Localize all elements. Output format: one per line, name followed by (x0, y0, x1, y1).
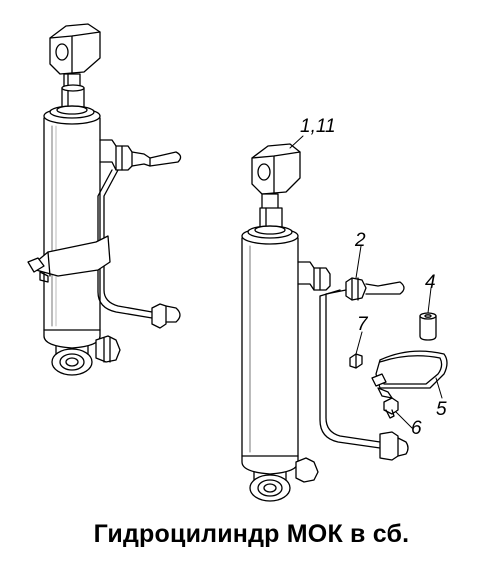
left-upper-fitting (99, 139, 182, 171)
callout-labels: 1,11 2 4 5 6 7 (300, 116, 447, 439)
part-2-tube (319, 277, 409, 461)
assembled-cylinder (27, 23, 182, 376)
callout-7: 7 (357, 314, 369, 335)
leader-5 (435, 377, 443, 399)
leader-6 (395, 411, 413, 429)
left-connecting-tube (97, 169, 153, 319)
part-4-bushing (419, 312, 437, 341)
leader-7 (355, 331, 363, 355)
right-cylinder-body (241, 225, 299, 475)
right-side-fitting-lower (295, 457, 319, 483)
left-top-eye (49, 23, 101, 91)
hydraulic-cylinder-drawing: 1,11 2 4 5 6 7 (27, 23, 448, 502)
left-piston-rod (61, 84, 85, 111)
leader-2 (355, 245, 362, 279)
callout-5: 5 (436, 399, 447, 420)
callout-2: 2 (354, 230, 366, 251)
part-7-nut (349, 353, 363, 369)
exploded-cylinder (241, 143, 448, 502)
callout-1-11: 1,11 (300, 116, 336, 137)
drawing-caption: Гидроцилиндр МОК в сб. (93, 520, 410, 548)
left-lower-fitting (151, 303, 181, 329)
callout-6: 6 (411, 418, 422, 439)
right-top-eye (251, 143, 301, 211)
left-bottom-eye (51, 345, 93, 376)
left-side-fitting (95, 335, 121, 363)
right-bottom-eye (249, 471, 291, 502)
callout-4: 4 (425, 272, 436, 293)
part-5-clamp (371, 350, 448, 399)
leader-1-11 (289, 135, 304, 149)
leader-lines (289, 135, 443, 429)
left-clamp (27, 235, 111, 283)
right-side-fitting-upper (297, 261, 331, 291)
left-cylinder-body (43, 105, 101, 349)
leader-4 (427, 287, 432, 314)
part-6-bolt (383, 397, 399, 419)
